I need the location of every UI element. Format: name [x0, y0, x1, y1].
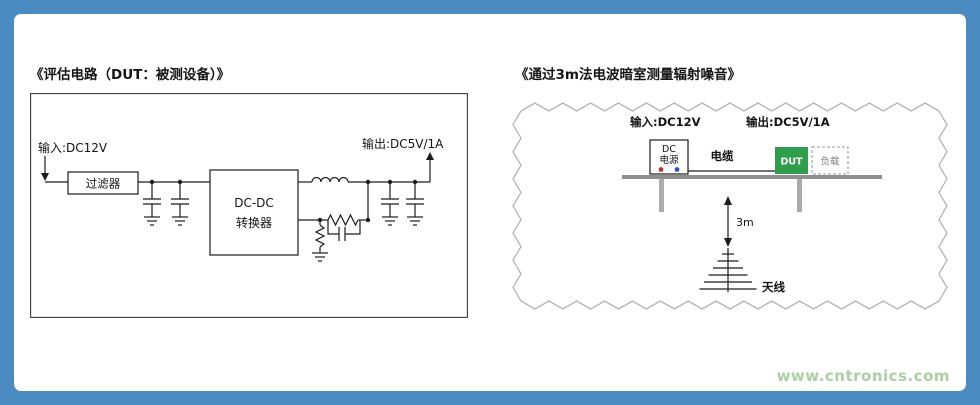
capacitor-symbol: [143, 182, 161, 226]
dut-box: [775, 147, 808, 174]
antenna-label: 天线: [762, 280, 785, 294]
table-leg: [797, 179, 802, 212]
input-arrow: [41, 156, 49, 181]
output-arrow: [426, 152, 434, 182]
resistor-symbol-horizontal: [327, 213, 359, 227]
distance-label: 3m: [736, 216, 754, 229]
feedback-capacitor-symbol: [327, 220, 361, 241]
circuit-input-label: 输入:DC12V: [38, 140, 108, 155]
resistor-symbol-vertical: [312, 220, 328, 262]
filter-label: 过滤器: [86, 177, 121, 191]
dut-label: DUT: [780, 157, 803, 168]
antenna-icon: [699, 248, 757, 292]
chamber-output-label: 输出:DC5V/1A: [746, 115, 830, 129]
circuit-output-label: 输出:DC5V/1A: [362, 136, 444, 151]
test-table-top: [622, 175, 882, 179]
filter-box: [67, 171, 139, 195]
load-label: 负载: [820, 156, 840, 168]
red-terminal: [658, 167, 664, 172]
converter-label-line2: 转换器: [236, 215, 272, 230]
chamber-input-label: 输入:DC12V: [630, 115, 701, 129]
dcdc-converter-box: [209, 169, 299, 256]
capacitor-symbol: [406, 182, 424, 226]
dc-source-label-line1: DC: [662, 144, 676, 155]
left-diagram-title: 《评估电路（DUT：被测设备）》: [30, 67, 231, 83]
capacitor-symbol: [381, 182, 399, 226]
inductor-symbol: [311, 176, 349, 183]
distance-arrow: [724, 196, 732, 247]
anechoic-chamber-wall: [512, 102, 948, 310]
dc-source-box: [649, 139, 689, 175]
right-diagram-title: 《通过3m法电波暗室测量辐射噪音》: [515, 67, 741, 83]
junction-dots: [149, 179, 418, 223]
anechoic-chamber-diagram: 输入:DC12V 输出:DC5V/1A 电缆 DC 电源 DUT 负载 3m: [512, 102, 948, 310]
evaluation-circuit-diagram: 输入:DC12V 过滤器 DC-DC 转换器: [30, 93, 468, 318]
converter-label-line1: DC-DC: [234, 196, 274, 210]
load-box: [811, 146, 849, 175]
circuit-frame: [30, 93, 468, 318]
cable-label: 电缆: [711, 149, 734, 163]
watermark: www.cntronics.com: [776, 367, 950, 385]
blue-terminal: [674, 167, 680, 172]
table-leg: [659, 179, 664, 212]
content-panel: 《评估电路（DUT：被测设备）》 《通过3m法电波暗室测量辐射噪音》 输入:DC…: [14, 14, 966, 391]
capacitor-symbol: [171, 182, 189, 226]
dc-source-label-line2: 电源: [659, 154, 679, 166]
